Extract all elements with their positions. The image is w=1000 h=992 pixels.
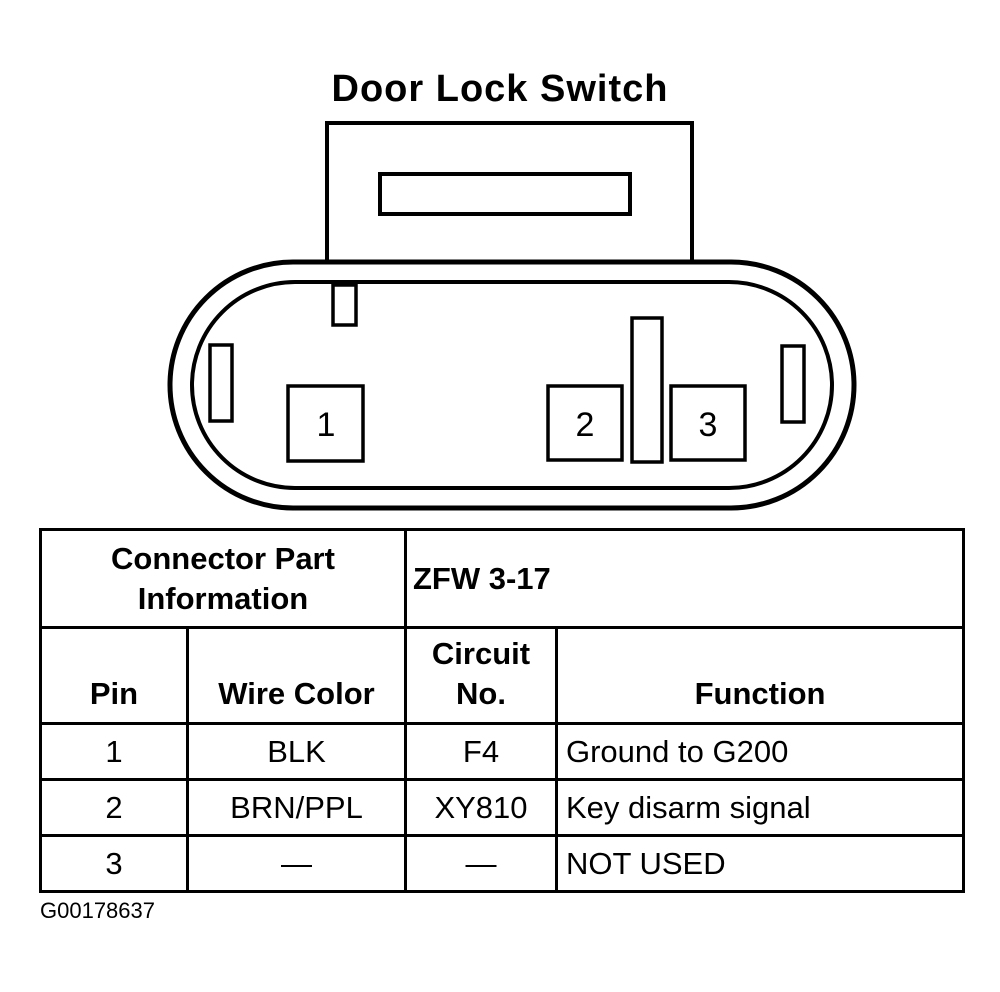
cell-pin: 3 [39, 834, 189, 893]
cell-function: NOT USED [554, 834, 966, 893]
cell-pin: 2 [39, 778, 189, 837]
connector-key-center [630, 316, 664, 464]
connector-key-right [780, 344, 806, 424]
connector-lock-tab-slot [378, 172, 632, 216]
header-circuit-no-text: Circuit No. [431, 636, 531, 711]
connector-key-left [208, 343, 234, 423]
cell-wire-color: BLK [186, 722, 407, 781]
pin-cavity-2: 2 [546, 384, 624, 462]
pin-label-2: 2 [576, 406, 595, 444]
cell-pin: 1 [39, 722, 189, 781]
cell-circuit-no: XY810 [404, 778, 558, 837]
connector-key-top [331, 283, 358, 327]
connector-info-table: Connector Part Information ZFW 3-17 Pin … [39, 528, 966, 893]
cell-circuit-no: F4 [404, 722, 558, 781]
header-row: Pin Wire Color Circuit No. Function [39, 626, 966, 725]
part-info-value: ZFW 3-17 [403, 528, 966, 629]
pin-label-1: 1 [317, 406, 336, 444]
connector-housing-outer [167, 259, 857, 511]
pin-label-3: 3 [699, 406, 718, 444]
table-row: 2 BRN/PPL XY810 Key disarm signal [39, 778, 966, 837]
pin-cavity-3: 3 [669, 384, 747, 462]
cell-function: Ground to G200 [554, 722, 966, 781]
connector-lock-tab [325, 121, 694, 265]
header-wire-color: Wire Color [186, 626, 407, 725]
header-function: Function [554, 626, 966, 725]
cell-wire-color: — [186, 834, 407, 893]
connector-drawing: 1 2 3 [167, 121, 857, 511]
header-circuit-no: Circuit No. [404, 626, 558, 725]
header-pin: Pin [39, 626, 189, 725]
part-info-label-text: Connector Part Information [111, 540, 335, 616]
part-info-row: Connector Part Information ZFW 3-17 [39, 528, 966, 629]
table-row: 3 — — NOT USED [39, 834, 966, 893]
pin-cavity-1: 1 [286, 384, 365, 463]
figure-id: G00178637 [40, 898, 155, 923]
diagram-title: Door Lock Switch [331, 68, 669, 110]
part-info-label: Connector Part Information [39, 528, 407, 629]
cell-function: Key disarm signal [554, 778, 966, 837]
table-row: 1 BLK F4 Ground to G200 [39, 722, 966, 781]
connector-housing-inner [190, 280, 834, 490]
cell-wire-color: BRN/PPL [186, 778, 407, 837]
cell-circuit-no: — [404, 834, 558, 893]
